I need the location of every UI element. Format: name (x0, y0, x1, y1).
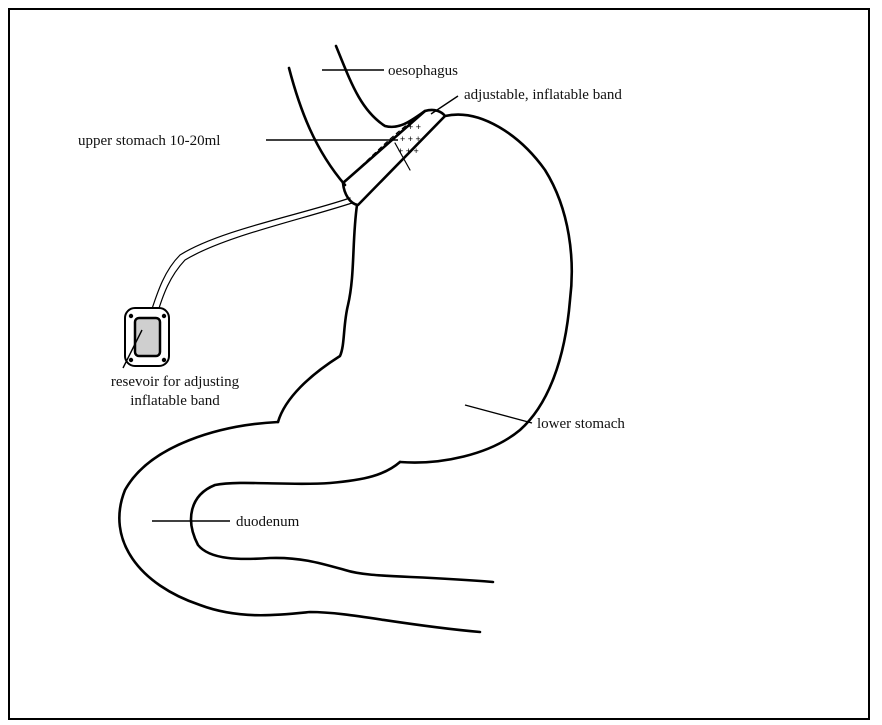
svg-text:+ + +: + + + (398, 146, 419, 156)
oesophagus-left-wall (289, 68, 345, 185)
oesophagus-right-wall (336, 46, 425, 127)
label-duodenum: duodenum (236, 514, 300, 530)
stomach-inner-curve (278, 205, 357, 422)
adjustable-band (343, 110, 445, 205)
svg-text:+ +: + + (408, 122, 421, 132)
label-reservoir-line1: resevoir for adjusting (111, 374, 240, 390)
band-leader (431, 96, 458, 114)
label-upper-stomach: upper stomach 10-20ml (78, 133, 220, 149)
band-inflation-marks: + + + + + + + + (398, 122, 421, 156)
reservoir-port (125, 308, 169, 366)
reservoir-tube (150, 198, 350, 315)
svg-text:+ + +: + + + (400, 134, 421, 144)
lower-stomach-leader (465, 405, 532, 423)
label-oesophagus: oesophagus (388, 63, 458, 79)
label-lower-stomach: lower stomach (537, 416, 625, 432)
duodenum-outer-wall (119, 422, 480, 632)
label-reservoir-line2: inflatable band (130, 393, 220, 409)
label-adjustable-band: adjustable, inflatable band (464, 87, 622, 103)
reservoir-tube-inner (156, 203, 352, 318)
